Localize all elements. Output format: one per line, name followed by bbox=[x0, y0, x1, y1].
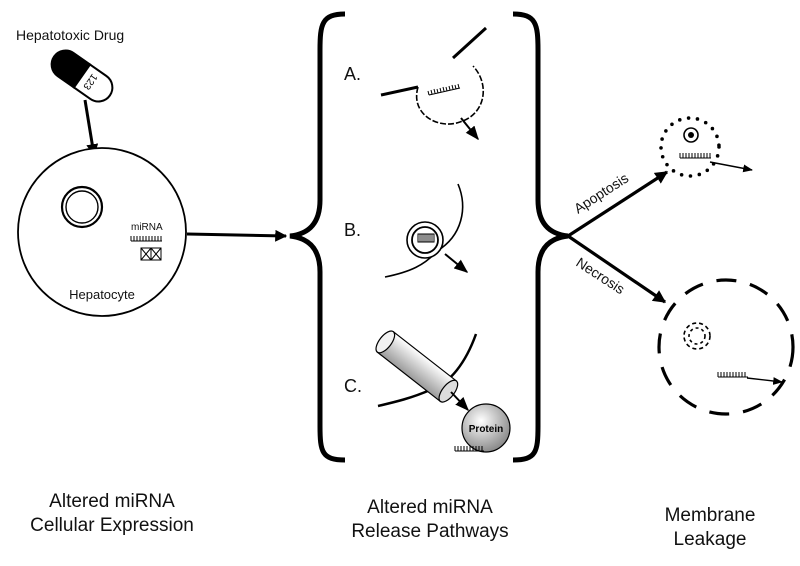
pathway-c-label: C. bbox=[344, 376, 362, 396]
pathway-a-exocytosis bbox=[380, 26, 488, 141]
right-caption-line2: Leakage bbox=[673, 529, 747, 550]
necrosis-arrow bbox=[567, 234, 667, 304]
cell-mirna-label: miRNA bbox=[131, 222, 163, 233]
left-caption-line1: Altered miRNA bbox=[49, 491, 175, 512]
right-caption-line1: Membrane bbox=[664, 505, 756, 526]
apoptosis-label: Apoptosis bbox=[571, 170, 631, 217]
middle-caption-line2: Release Pathways bbox=[351, 521, 509, 542]
hepatocyte-label: Hepatocyte bbox=[69, 287, 135, 302]
nucleus-icon bbox=[60, 185, 104, 229]
pathway-a-label: A. bbox=[344, 64, 361, 84]
drug-to-cell-arrow bbox=[83, 99, 99, 157]
right-brace bbox=[512, 11, 569, 463]
crossed-box-icon bbox=[140, 247, 162, 261]
protein-label: Protein bbox=[469, 424, 503, 435]
middle-caption-line1: Altered miRNA bbox=[367, 497, 493, 518]
apoptosis-arrow bbox=[567, 170, 669, 238]
necrosis-label: Necrosis bbox=[573, 254, 627, 297]
middle-caption: Altered miRNA Release Pathways bbox=[330, 496, 530, 544]
necrotic-cell bbox=[657, 278, 795, 416]
protein-icon bbox=[461, 403, 511, 453]
pathway-b-exosome bbox=[384, 183, 469, 278]
left-caption: Altered miRNA Cellular Expression bbox=[12, 490, 212, 538]
pathway-b-label: B. bbox=[344, 220, 361, 240]
drug-label: Hepatotoxic Drug bbox=[16, 27, 124, 43]
left-brace bbox=[289, 11, 346, 463]
hepatocyte-cell bbox=[17, 147, 187, 317]
apoptotic-cell bbox=[659, 116, 753, 178]
pill-icon: 123 bbox=[50, 49, 114, 103]
left-caption-line2: Cellular Expression bbox=[30, 515, 194, 536]
mirna-strand-icon bbox=[130, 236, 162, 242]
pathway-c-transporter: Protein bbox=[375, 330, 511, 453]
cell-to-pathways-arrow bbox=[186, 229, 288, 242]
right-caption: Membrane Leakage bbox=[650, 504, 770, 552]
